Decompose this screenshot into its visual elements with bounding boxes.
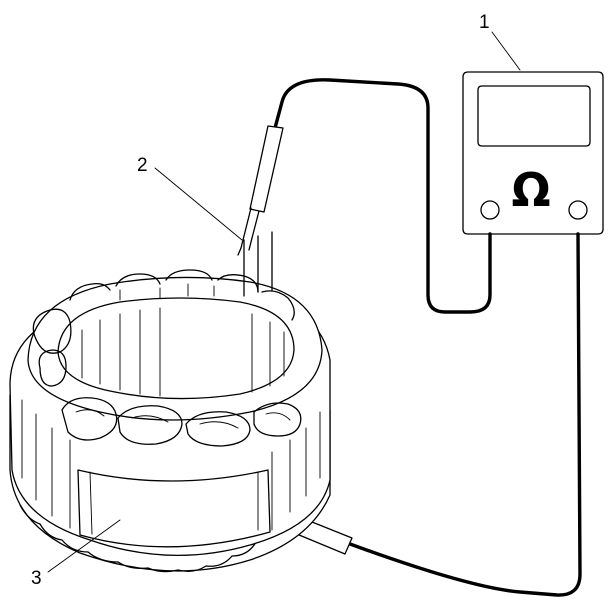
- svg-text:1: 1: [479, 12, 490, 33]
- svg-text:3: 3: [31, 568, 42, 589]
- stator-core-slots: [21, 399, 321, 531]
- test-lead-lower-wire: [348, 232, 582, 597]
- callout-2: 2: [137, 155, 243, 241]
- stator-front-windings: [61, 397, 302, 447]
- ohmmeter-display: [477, 85, 591, 147]
- stator-core-front-face: [77, 469, 271, 548]
- stator-left-windings: [32, 308, 72, 387]
- callout-1: 1: [479, 12, 521, 71]
- ohm-symbol: Ω: [511, 163, 550, 217]
- jack-left[interactable]: [480, 200, 500, 220]
- stator-top-windings: [69, 269, 295, 321]
- ohmmeter: Ω: [462, 71, 604, 235]
- jack-right[interactable]: [568, 200, 588, 220]
- stator-bore-hatching: [81, 307, 285, 397]
- test-probe-upper[interactable]: [237, 125, 284, 256]
- svg-text:2: 2: [137, 155, 148, 176]
- test-lead-upper-wire: [273, 78, 492, 314]
- stator-inner-bore: [57, 297, 295, 400]
- stator-output-leads: [243, 231, 273, 297]
- stator: [9, 269, 331, 573]
- callout-3: 3: [31, 519, 121, 589]
